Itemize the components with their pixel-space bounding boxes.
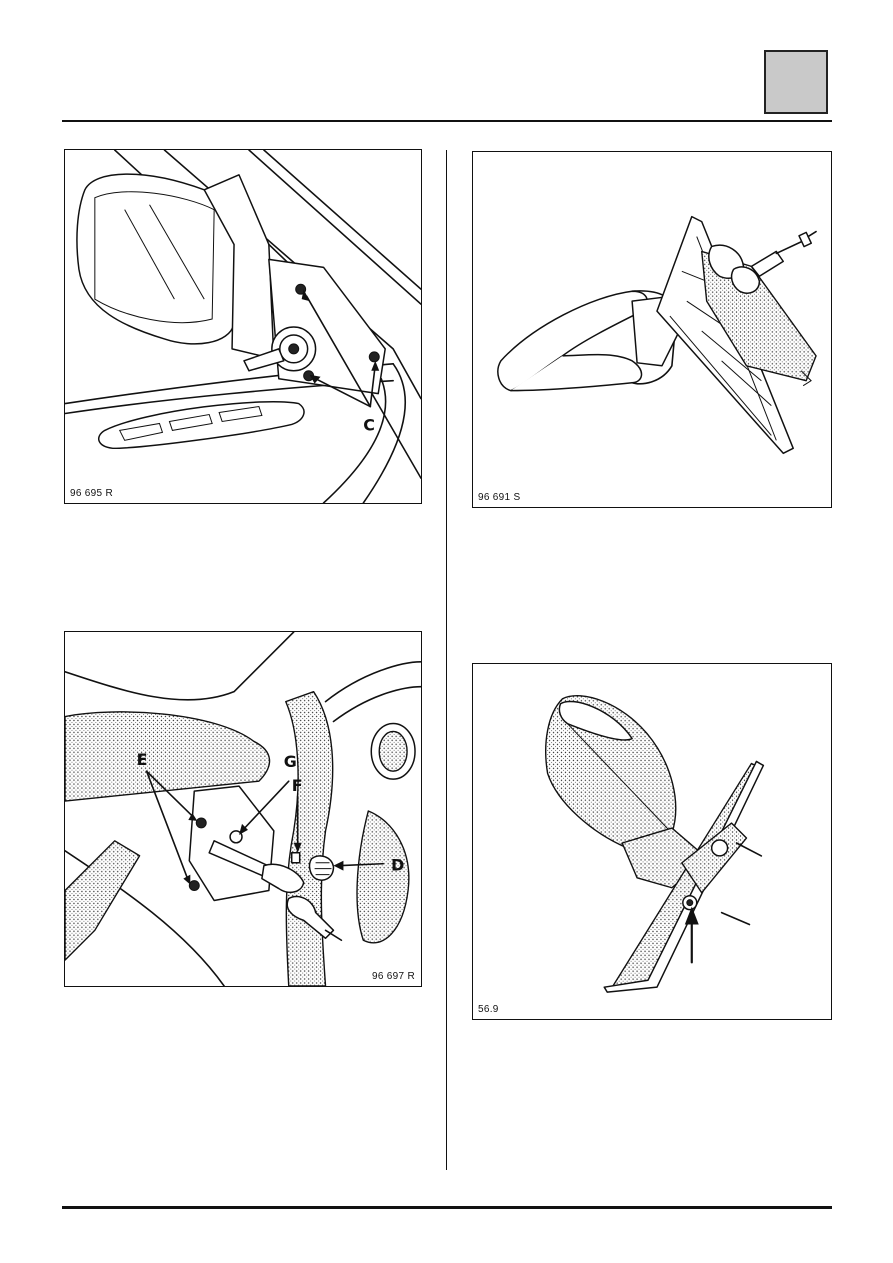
- column-divider: [446, 150, 447, 1170]
- door-mirror-illustration: C: [65, 150, 421, 503]
- callout-f: F: [292, 776, 303, 795]
- header-rule: [62, 120, 832, 122]
- figure-caption: 96 695 R: [70, 488, 113, 499]
- figure-caption: 56.9: [478, 1004, 499, 1015]
- mirror-glass-illustration: [545, 695, 765, 993]
- figure-mirror-assembly: 96 691 S: [472, 151, 832, 508]
- mirror-assembly-illustration: [497, 215, 817, 455]
- mirror-removal-illustration: E G F D: [65, 632, 421, 986]
- figure-mirror-removal: E G F D 96 697 R: [64, 631, 422, 987]
- callout-g: G: [284, 752, 297, 771]
- figure-caption: 96 691 S: [478, 492, 521, 503]
- callout-e: E: [137, 750, 148, 769]
- figure-caption: 96 697 R: [372, 971, 415, 982]
- section-tab-box: [764, 50, 828, 114]
- figure-mirror-glass: 56.9: [472, 663, 832, 1020]
- callout-c: C: [363, 415, 375, 434]
- figure-door-mirror-mounting: C 96 695 R: [64, 149, 422, 504]
- callout-d: D: [391, 856, 404, 875]
- footer-rule: [62, 1206, 832, 1209]
